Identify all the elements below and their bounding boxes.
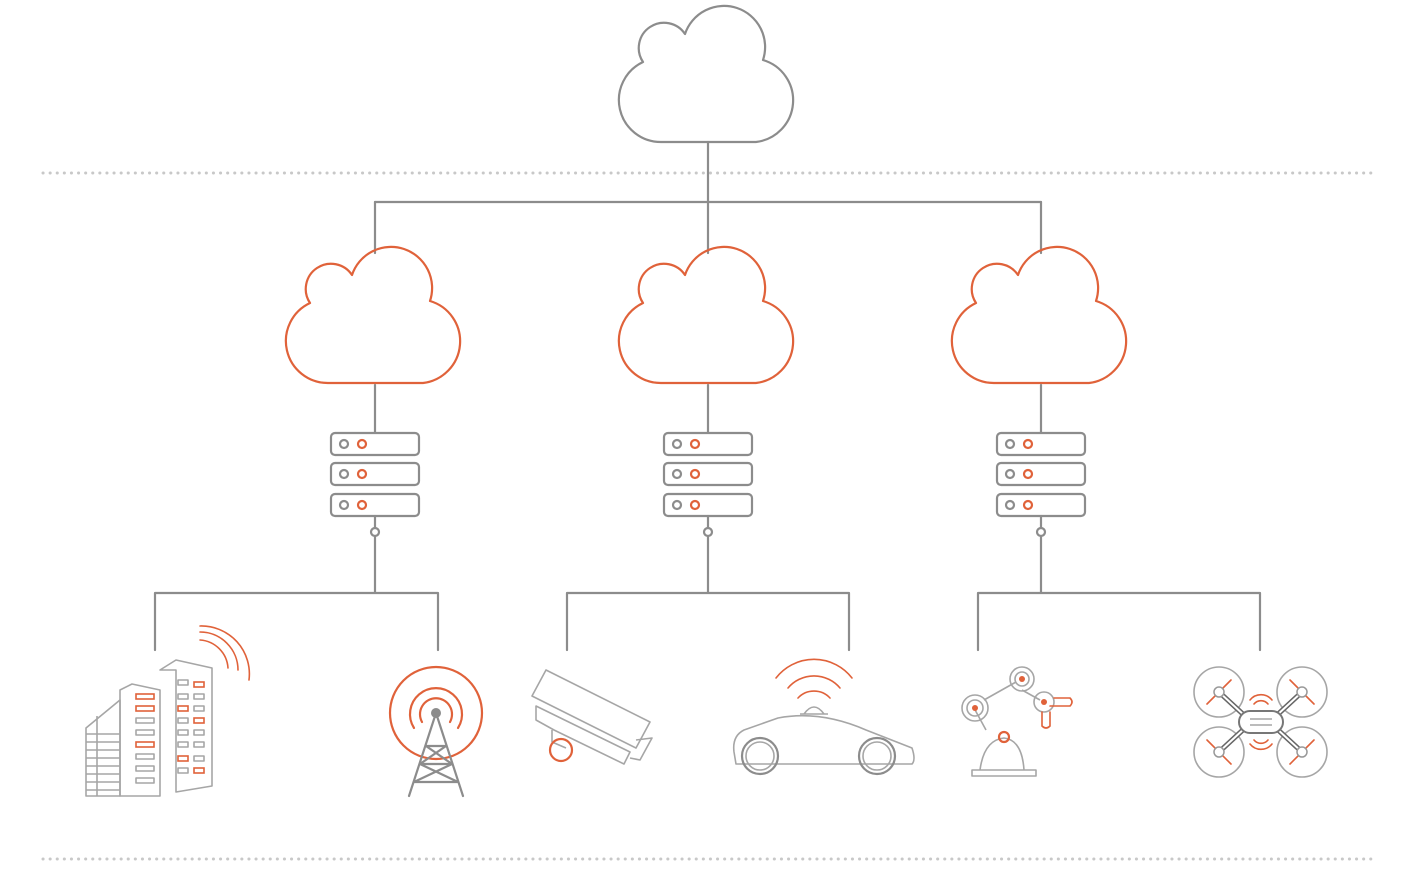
node-port-icon xyxy=(369,526,381,538)
office-buildings-icon xyxy=(85,625,251,797)
node-port-icon xyxy=(702,526,714,538)
central-cloud-icon xyxy=(617,4,795,144)
status-light-icon xyxy=(671,468,683,480)
device-connector xyxy=(976,534,1262,652)
edge-node xyxy=(565,245,851,652)
status-light-icon xyxy=(356,499,368,511)
status-light-icon xyxy=(338,468,350,480)
root-connectors xyxy=(373,140,1043,255)
edge-node xyxy=(950,245,1262,652)
status-light-icon xyxy=(1004,499,1016,511)
status-light-icon xyxy=(1022,438,1034,450)
drone-icon xyxy=(1193,666,1328,778)
status-light-icon xyxy=(689,499,701,511)
edge-cloud-icon xyxy=(950,245,1128,385)
status-light-icon xyxy=(356,438,368,450)
edge-node xyxy=(153,245,462,652)
status-light-icon xyxy=(356,468,368,480)
status-light-icon xyxy=(338,499,350,511)
edge-cloud-icon xyxy=(617,245,795,385)
status-light-icon xyxy=(1004,438,1016,450)
status-light-icon xyxy=(1022,499,1034,511)
device-connector xyxy=(153,534,440,652)
cell-tower-icon xyxy=(388,665,484,798)
node-port-icon xyxy=(1035,526,1047,538)
server-stack-icon xyxy=(662,431,754,518)
server-stack-icon xyxy=(329,431,421,518)
robot-arm-icon xyxy=(961,666,1073,777)
status-light-icon xyxy=(689,438,701,450)
status-light-icon xyxy=(671,438,683,450)
status-light-icon xyxy=(671,499,683,511)
status-light-icon xyxy=(338,438,350,450)
server-stack-icon xyxy=(995,431,1087,518)
status-light-icon xyxy=(1004,468,1016,480)
security-camera-icon xyxy=(531,669,653,765)
edge-cloud-icon xyxy=(284,245,462,385)
device-connector xyxy=(565,534,851,652)
status-light-icon xyxy=(689,468,701,480)
status-light-icon xyxy=(1022,468,1034,480)
autonomous-car-icon xyxy=(732,658,915,776)
